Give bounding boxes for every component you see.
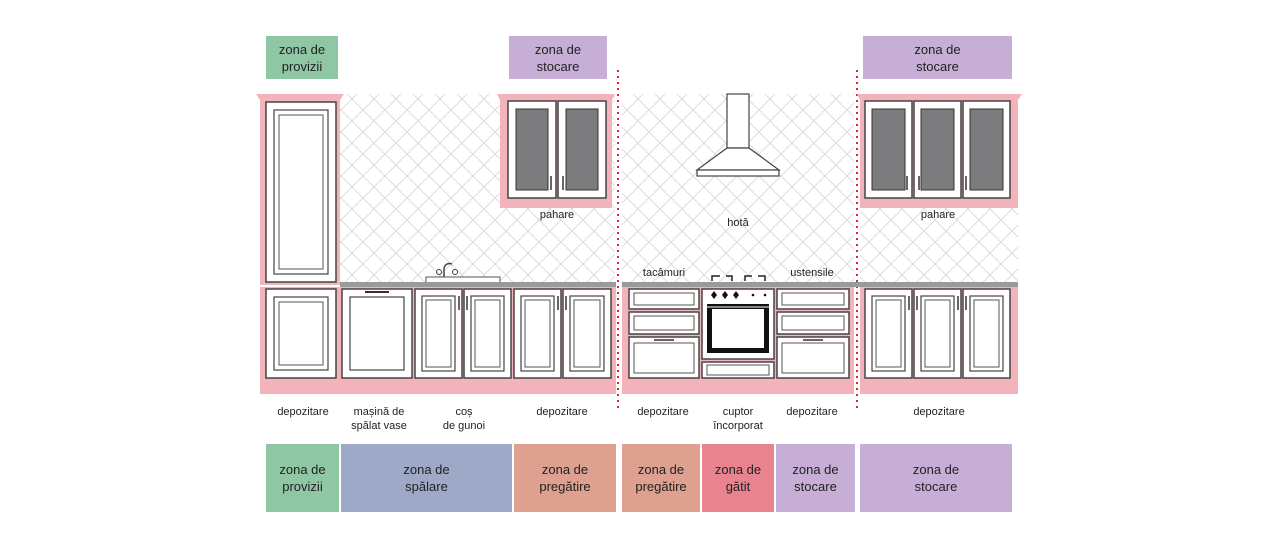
zone-stocare-top-right: zona de stocare xyxy=(863,36,1012,79)
plinth-middle xyxy=(622,380,854,394)
label-hota: hotă xyxy=(727,217,749,229)
glass-panel xyxy=(565,108,599,191)
zone-stocare-right: zona de stocare xyxy=(860,444,1012,512)
cooktop-icon xyxy=(711,275,766,281)
label-cuptor-incorporat: cuptor încorporat xyxy=(713,406,763,432)
zone-stocare-middle: zona de stocare xyxy=(776,444,855,512)
label-ustensile: ustensile xyxy=(790,267,834,279)
drawer-stack-right xyxy=(776,288,850,379)
zone-spalare: zona de spălare xyxy=(341,444,512,512)
upper-cabinet-left-crown xyxy=(497,94,615,100)
zone-provizii: zona de provizii xyxy=(266,444,339,512)
tall-cabinet-crown xyxy=(256,94,344,100)
countertop xyxy=(340,282,616,287)
zone-provizii-top: zona de provizii xyxy=(266,36,338,79)
label-masina-spalat-vase: mașină de spălat vase xyxy=(351,406,407,432)
label-tacamuri: tacâmuri xyxy=(642,267,686,279)
label-cos-gunoi: coș de gunoi xyxy=(442,406,486,432)
label-depozitare: depozitare xyxy=(786,406,838,418)
built-in-oven-icon xyxy=(701,288,775,379)
glass-panel xyxy=(871,108,906,191)
range-hood-icon xyxy=(695,93,781,177)
label-depozitare: depozitare xyxy=(637,406,689,418)
dishwasher-icon xyxy=(341,288,413,379)
plinth-left xyxy=(260,380,616,394)
zone-gatit: zona de gătit xyxy=(702,444,774,512)
zone-pregatire-middle: zona de pregătire xyxy=(622,444,700,512)
label-depozitare: depozitare xyxy=(913,406,965,418)
glass-panel xyxy=(515,108,549,191)
drawer-stack-left xyxy=(628,288,700,379)
label-depozitare: depozitare xyxy=(536,406,588,418)
label-pahare-right: pahare xyxy=(920,209,956,221)
tall-cabinet-door xyxy=(265,101,337,283)
plinth-right xyxy=(860,380,1018,394)
label-pahare-left: pahare xyxy=(539,209,575,221)
zone-pregatire-left: zona de pregătire xyxy=(514,444,616,512)
label-depozitare: depozitare xyxy=(277,406,329,418)
zone-stocare-top-left: zona de stocare xyxy=(509,36,607,79)
glass-panel xyxy=(969,108,1004,191)
upper-cabinet-right-crown xyxy=(857,94,1022,100)
countertop-right xyxy=(622,282,1018,287)
glass-panel xyxy=(920,108,955,191)
